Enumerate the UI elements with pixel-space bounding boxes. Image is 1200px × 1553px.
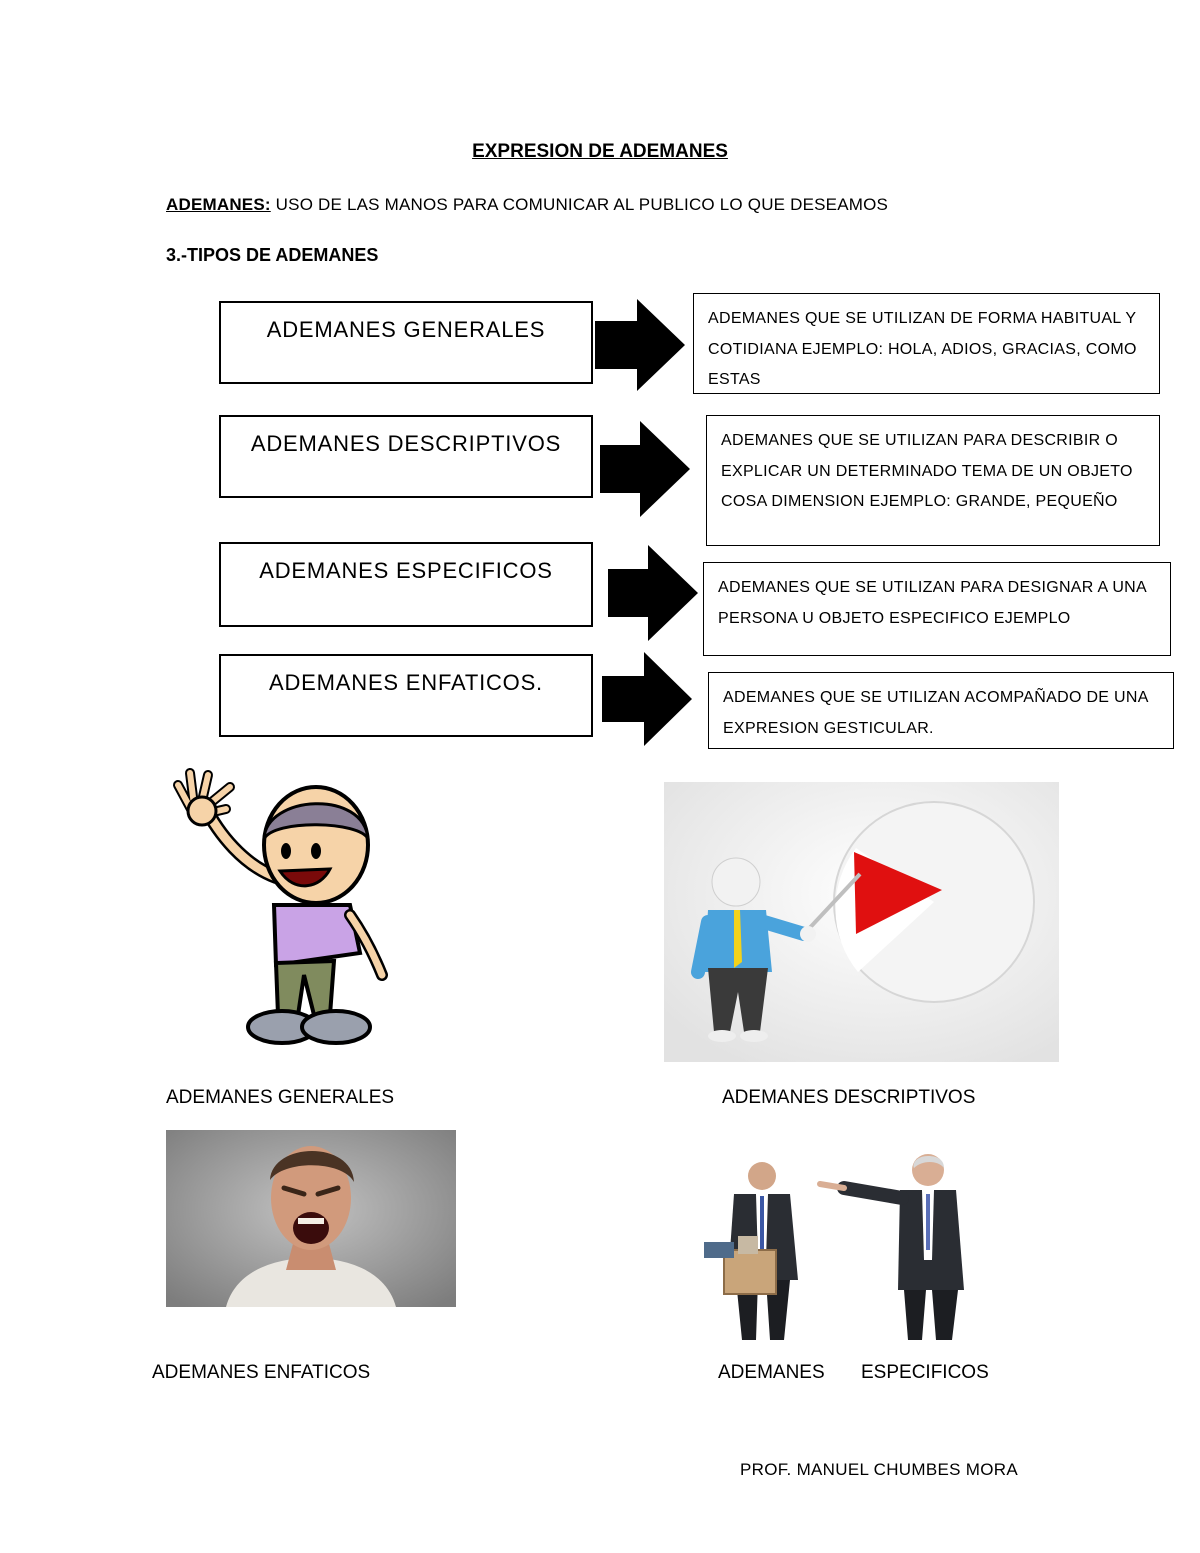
description-box-descriptivos: ADEMANES QUE SE UTILIZAN PARA DESCRIBIR …: [706, 415, 1160, 546]
type-name: ADEMANES ENFATICOS.: [269, 670, 543, 695]
right-arrow-icon: [595, 299, 685, 391]
type-box-enfaticos: ADEMANES ENFATICOS.: [219, 654, 593, 737]
presenter-pie-chart-illustration: [664, 782, 1059, 1062]
caption-especificos-part2: ESPECIFICOS: [861, 1362, 989, 1383]
type-name: ADEMANES DESCRIPTIVOS: [250, 431, 562, 456]
type-name: ADEMANES GENERALES: [266, 317, 546, 342]
author-footer: PROF. MANUEL CHUMBES MORA: [740, 1460, 1018, 1479]
waving-boy-illustration: [164, 765, 396, 1055]
definition-line: ADEMANES: USO DE LAS MANOS PARA COMUNICA…: [166, 195, 888, 215]
definition-label: ADEMANES:: [166, 195, 271, 214]
caption-enfaticos: ADEMANES ENFATICOS: [152, 1362, 371, 1383]
caption-especificos-part1: ADEMANES: [718, 1362, 825, 1383]
type-box-generales: ADEMANES GENERALES: [219, 301, 593, 384]
document-title: EXPRESION DE ADEMANES: [472, 141, 728, 162]
type-name: ADEMANES ESPECIFICOS: [259, 558, 553, 583]
right-arrow-icon: [602, 652, 692, 746]
section-heading: 3.-TIPOS DE ADEMANES: [166, 245, 379, 265]
type-box-especificos: ADEMANES ESPECIFICOS: [219, 542, 593, 627]
right-arrow-icon: [600, 421, 690, 517]
description-box-enfaticos: ADEMANES QUE SE UTILIZAN ACOMPAÑADO DE U…: [708, 672, 1174, 749]
caption-descriptivos: ADEMANES DESCRIPTIVOS: [722, 1087, 976, 1108]
description-box-generales: ADEMANES QUE SE UTILIZAN DE FORMA HABITU…: [693, 293, 1160, 394]
definition-text: USO DE LAS MANOS PARA COMUNICAR AL PUBLI…: [270, 195, 889, 214]
caption-generales: ADEMANES GENERALES: [166, 1087, 395, 1108]
right-arrow-icon: [608, 545, 698, 641]
pointing-businessmen-photo: [694, 1150, 994, 1342]
type-box-descriptivos: ADEMANES DESCRIPTIVOS: [219, 415, 593, 498]
description-box-especificos: ADEMANES QUE SE UTILIZAN PARA DESIGNAR A…: [703, 562, 1171, 656]
shouting-man-photo: [166, 1130, 456, 1307]
